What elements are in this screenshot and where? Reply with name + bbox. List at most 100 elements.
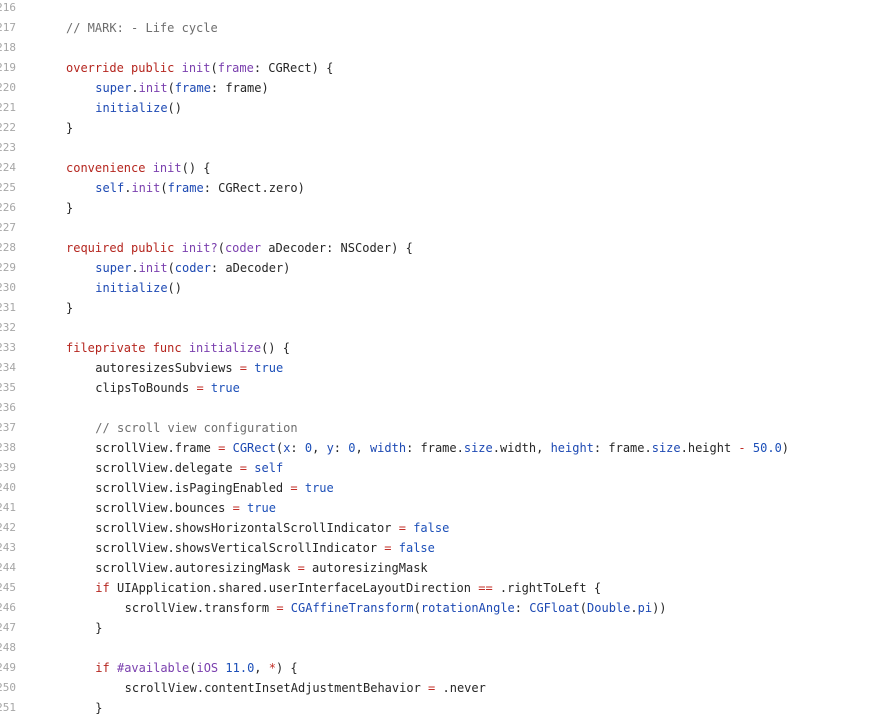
code-token: size bbox=[463, 441, 493, 455]
code-line[interactable]: 235clipsToBounds = true bbox=[0, 378, 874, 398]
code-line[interactable]: 230initialize() bbox=[0, 278, 874, 298]
line-number: 217 bbox=[0, 21, 16, 34]
code-line[interactable]: 226} bbox=[0, 198, 874, 218]
code-token bbox=[284, 601, 291, 615]
code-line[interactable]: 241 scrollView.bounces = true bbox=[0, 498, 874, 518]
code-text: self.init(frame: CGRect.zero) bbox=[95, 178, 305, 198]
code-text: if UIApplication.shared.userInterfaceLay… bbox=[95, 578, 601, 598]
code-token: initialize bbox=[188, 341, 262, 355]
code-token: , bbox=[355, 441, 370, 455]
line-number: 250 bbox=[0, 681, 16, 694]
code-text: scrollView.bounces = true bbox=[95, 498, 276, 518]
code-token: ( bbox=[189, 661, 197, 675]
code-line[interactable]: 234autoresizesSubviews = true bbox=[0, 358, 874, 378]
code-token: , bbox=[254, 661, 269, 675]
code-token: scrollView.bounces bbox=[95, 501, 233, 515]
code-token: true bbox=[247, 501, 276, 515]
code-line[interactable]: 242scrollView.showsHorizontalScrollIndic… bbox=[0, 518, 874, 538]
line-number: 219 bbox=[0, 61, 16, 74]
code-token: 0 bbox=[348, 441, 356, 455]
code-line[interactable]: 221initialize() bbox=[0, 98, 874, 118]
code-line[interactable]: 240scrollView.isPagingEnabled = true bbox=[0, 478, 874, 498]
code-line[interactable]: 249if #available(iOS 11.0, *) { bbox=[0, 658, 874, 678]
code-token: autoresizesSubviews bbox=[95, 361, 240, 375]
code-text: } bbox=[95, 698, 102, 718]
code-line[interactable]: 247} bbox=[0, 618, 874, 638]
code-text: initialize() bbox=[95, 98, 182, 118]
code-token: override public bbox=[66, 61, 182, 75]
code-line[interactable]: 224convenience init() { bbox=[0, 158, 874, 178]
code-line[interactable]: 229super.init(coder: aDecoder) bbox=[0, 258, 874, 278]
code-text: // MARK: - Life cycle bbox=[66, 18, 218, 38]
code-token: init bbox=[131, 181, 161, 195]
code-line[interactable]: 246scrollView.transform = CGAffineTransf… bbox=[0, 598, 874, 618]
line-number: 239 bbox=[0, 461, 16, 474]
code-token: ( bbox=[217, 241, 225, 255]
code-text: } bbox=[66, 118, 73, 138]
code-token: frame bbox=[174, 81, 211, 95]
code-token: // MARK: - Life cycle bbox=[66, 21, 218, 35]
code-token: convenience bbox=[66, 161, 153, 175]
code-line[interactable]: 250scrollView.contentInsetAdjustmentBeha… bbox=[0, 678, 874, 698]
code-token: init bbox=[138, 81, 168, 95]
code-line[interactable]: 217 // MARK: - Life cycle bbox=[0, 18, 874, 38]
code-token: = bbox=[428, 681, 436, 695]
code-line[interactable]: 244scrollView.autoresizingMask = autores… bbox=[0, 558, 874, 578]
line-number: 244 bbox=[0, 561, 16, 574]
code-text: if #available(iOS 11.0, *) { bbox=[95, 658, 297, 678]
code-token: super bbox=[95, 261, 132, 275]
code-token: * bbox=[268, 661, 276, 675]
line-number: 237 bbox=[0, 421, 16, 434]
code-line[interactable]: 251} bbox=[0, 698, 874, 718]
code-line[interactable]: 248 bbox=[0, 638, 874, 658]
code-line[interactable]: 245if UIApplication.shared.userInterface… bbox=[0, 578, 874, 598]
code-line[interactable]: 220super.init(frame: frame) bbox=[0, 78, 874, 98]
code-token: size bbox=[651, 441, 681, 455]
line-number: 241 bbox=[0, 501, 16, 514]
code-line[interactable]: 216 bbox=[0, 0, 874, 18]
code-token: = bbox=[290, 481, 298, 495]
line-number: 222 bbox=[0, 121, 16, 134]
code-token: 11.0 bbox=[225, 661, 255, 675]
line-number: 223 bbox=[0, 141, 16, 154]
code-line[interactable]: 236 bbox=[0, 398, 874, 418]
code-line[interactable]: 228required public init?(coder aDecoder:… bbox=[0, 238, 874, 258]
code-token: 0 bbox=[304, 441, 313, 455]
code-line[interactable]: 238scrollView.frame = CGRect(x: 0, y: 0,… bbox=[0, 438, 874, 458]
code-line[interactable]: 231} bbox=[0, 298, 874, 318]
code-token: = bbox=[196, 381, 204, 395]
code-line[interactable]: 223 bbox=[0, 138, 874, 158]
code-token bbox=[204, 381, 211, 395]
code-token: initialize bbox=[95, 101, 168, 115]
code-line[interactable]: 237 // scroll view configuration bbox=[0, 418, 874, 438]
code-text: super.init(frame: frame) bbox=[95, 78, 268, 98]
code-token: self bbox=[254, 461, 284, 475]
code-token bbox=[240, 501, 247, 515]
code-line[interactable]: 239scrollView.delegate = self bbox=[0, 458, 874, 478]
code-token: .never bbox=[435, 681, 486, 695]
line-number: 218 bbox=[0, 41, 16, 54]
code-line[interactable]: 243scrollView.showsVerticalScrollIndicat… bbox=[0, 538, 874, 558]
code-token: true bbox=[210, 381, 240, 395]
line-number: 246 bbox=[0, 601, 16, 614]
code-line[interactable]: 218 bbox=[0, 38, 874, 58]
code-token: ( bbox=[167, 261, 175, 275]
code-token: .rightToLeft { bbox=[492, 581, 602, 595]
code-token: } bbox=[66, 201, 74, 215]
code-line[interactable]: 227 bbox=[0, 218, 874, 238]
code-token: : frame. bbox=[406, 441, 464, 455]
code-line[interactable]: 222} bbox=[0, 118, 874, 138]
code-token: scrollView.delegate bbox=[95, 461, 240, 475]
line-number: 247 bbox=[0, 621, 16, 634]
code-line[interactable]: 232 bbox=[0, 318, 874, 338]
code-token: width bbox=[369, 441, 407, 455]
line-number: 233 bbox=[0, 341, 16, 354]
line-number: 228 bbox=[0, 241, 16, 254]
code-token: : bbox=[514, 601, 530, 615]
code-line[interactable]: 219override public init(frame: CGRect) { bbox=[0, 58, 874, 78]
code-token: 50.0 bbox=[752, 441, 782, 455]
code-text: // scroll view configuration bbox=[95, 418, 297, 438]
code-line[interactable]: 225self.init(frame: CGRect.zero) bbox=[0, 178, 874, 198]
